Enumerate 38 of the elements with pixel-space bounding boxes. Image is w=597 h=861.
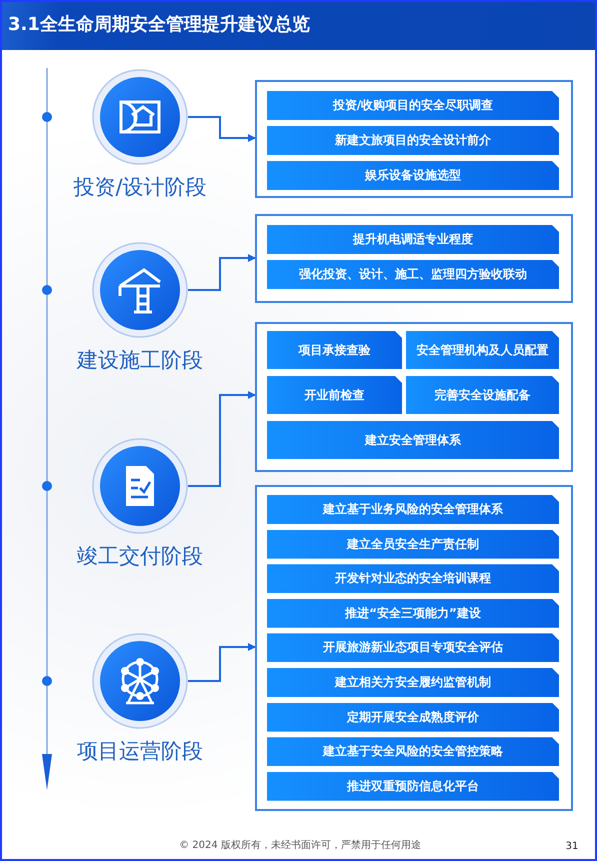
measure-bar: 安全管理机构及人员配置 [406, 331, 559, 369]
measure-bar: 新建文旅项目的安全设计前介 [267, 126, 559, 155]
stage-icon-circle [92, 438, 188, 534]
connector-arrow [188, 643, 256, 682]
connector-arrow [188, 254, 256, 291]
measure-bar: 提升机电调适专业程度 [267, 225, 559, 254]
measure-bar: 推进双重预防信息化平台 [267, 772, 559, 801]
measure-bar: 建立基于业务风险的安全管理体系 [267, 495, 559, 524]
measure-bar: 娱乐设备设施选型 [267, 161, 559, 190]
measure-bar: 建立安全管理体系 [267, 421, 559, 459]
group-box [255, 214, 573, 303]
measure-bar: 定期开展安全成熟度评价 [267, 702, 559, 732]
stage-icon-circle [92, 633, 188, 729]
stage-icon-circle [92, 242, 188, 338]
stage-label: 竣工交付阶段 [76, 543, 204, 570]
group-box [255, 485, 573, 811]
measure-bar: 开展旅游新业态项目专项安全评估 [267, 633, 559, 662]
connector-arrow [188, 391, 256, 487]
stage-label: 建设施工阶段 [76, 347, 204, 374]
footer-note: © 2024 版权所有，未经书面许可，严禁用于任何用途 [178, 838, 422, 853]
stage-label: 项目运营阶段 [76, 738, 204, 765]
measure-bar: 开发针对业态的安全培训课程 [267, 564, 559, 594]
measure-bar: 开业前检查 [267, 376, 402, 414]
measure-bar: 建立全员安全生产责任制 [267, 530, 559, 559]
measure-bar: 强化投资、设计、施工、监理四方验收联动 [267, 260, 559, 289]
stage-label: 投资/设计阶段 [72, 174, 208, 201]
measure-bar: 投资/收购项目的安全尽职调查 [267, 91, 559, 120]
measure-bar: 建立相关方安全履约监管机制 [267, 668, 559, 697]
connector-arrow [188, 116, 256, 142]
page-number: 31 [564, 841, 580, 854]
measure-bar: 完善安全设施配备 [406, 376, 559, 414]
measure-bar: 建立基于安全风险的安全管控策略 [267, 737, 559, 766]
group-box [255, 322, 573, 472]
measure-bar: 项目承接查验 [267, 331, 402, 369]
title: 3.1全生命周期安全管理提升建议总览 [8, 13, 311, 37]
group-box [255, 80, 573, 198]
stage-icon-circle [92, 69, 188, 165]
measure-bar: 推进“安全三项能力”建设 [267, 598, 559, 628]
